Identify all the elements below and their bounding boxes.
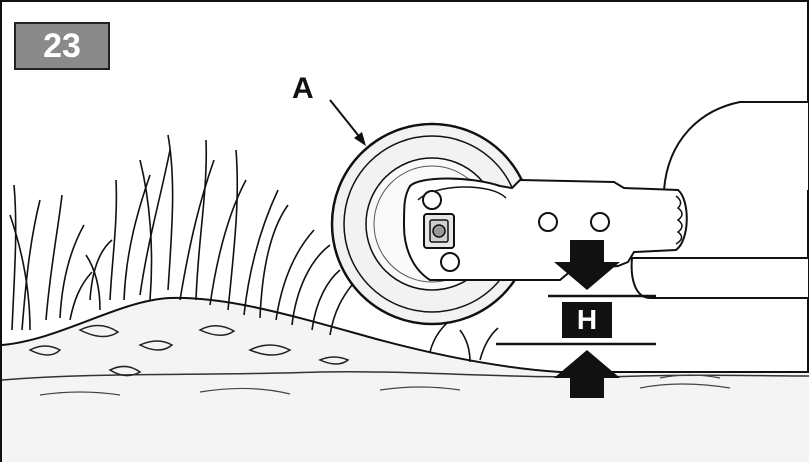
figure-number-badge: 23 [14, 22, 110, 70]
label-a-pointer [329, 99, 366, 146]
height-bracket [402, 177, 688, 281]
height-measurement [496, 294, 656, 346]
arrow-down-icon [554, 240, 620, 290]
arrow-up-icon [554, 350, 620, 398]
wheel-label: A [292, 72, 314, 105]
height-label: H [562, 302, 612, 338]
grass [9, 134, 499, 363]
ground [1, 296, 809, 462]
mower-body [630, 101, 809, 299]
